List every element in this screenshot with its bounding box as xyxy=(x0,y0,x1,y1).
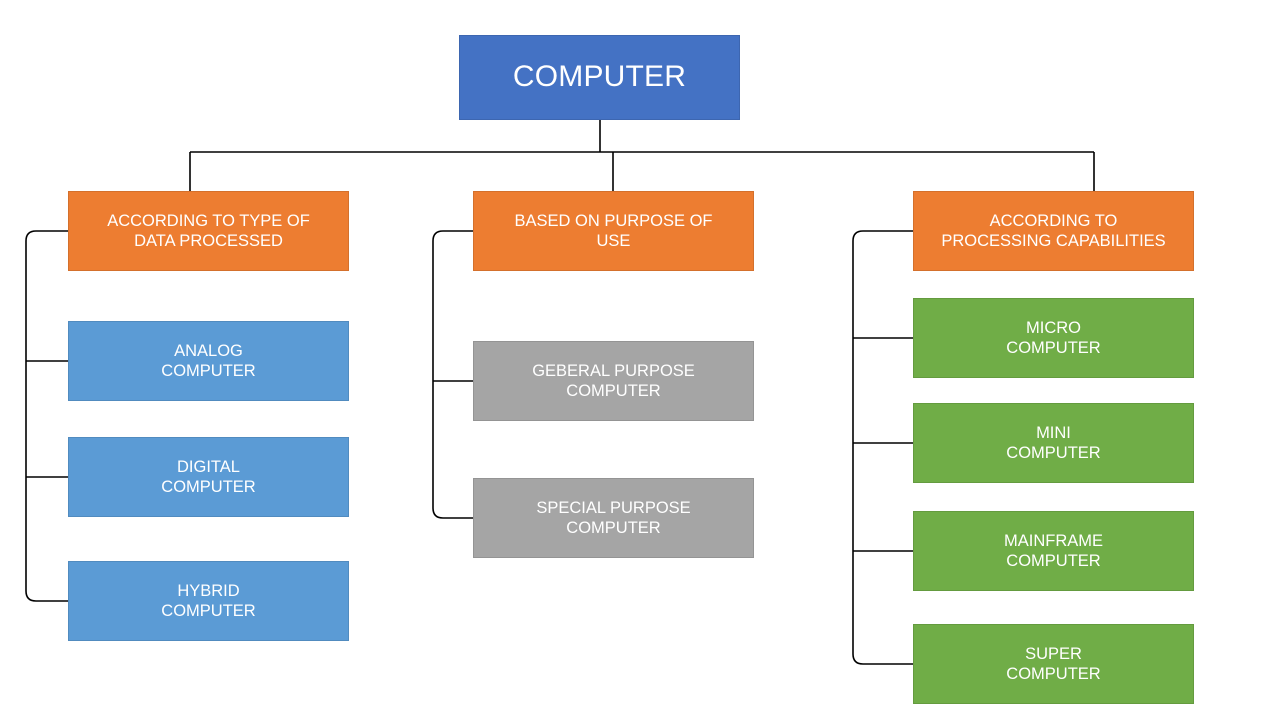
root-node-computer[interactable]: COMPUTER xyxy=(459,35,740,120)
leaf-node-special-purpose-computer-label: SPECIAL PURPOSE COMPUTER xyxy=(536,498,691,537)
leaf-node-hybrid-computer[interactable]: HYBRID COMPUTER xyxy=(68,561,349,641)
leaf-node-super-computer[interactable]: SUPER COMPUTER xyxy=(913,624,1194,704)
category-node-purpose-of-use-label: BASED ON PURPOSE OF USE xyxy=(514,211,713,250)
leaf-node-digital-computer[interactable]: DIGITAL COMPUTER xyxy=(68,437,349,517)
category-node-purpose-of-use[interactable]: BASED ON PURPOSE OF USE xyxy=(473,191,754,271)
leaf-node-general-purpose-computer[interactable]: GEBERAL PURPOSE COMPUTER xyxy=(473,341,754,421)
leaf-node-analog-computer[interactable]: ANALOG COMPUTER xyxy=(68,321,349,401)
connector-arm-purpose-of-use-header xyxy=(432,230,473,242)
category-node-data-processed-label: ACCORDING TO TYPE OF DATA PROCESSED xyxy=(107,211,310,250)
leaf-node-hybrid-computer-label: HYBRID COMPUTER xyxy=(161,581,256,620)
leaf-node-special-purpose-computer[interactable]: SPECIAL PURPOSE COMPUTER xyxy=(473,478,754,558)
leaf-node-mini-computer-label: MINI COMPUTER xyxy=(1006,423,1101,462)
category-node-processing-capabilities-label: ACCORDING TO PROCESSING CAPABILITIES xyxy=(941,211,1166,250)
connector-arm-data-processed-3 xyxy=(25,590,68,602)
category-node-data-processed[interactable]: ACCORDING TO TYPE OF DATA PROCESSED xyxy=(68,191,349,271)
leaf-node-super-computer-label: SUPER COMPUTER xyxy=(1006,644,1101,683)
connector-arm-processing-capabilities-header xyxy=(852,230,913,242)
connector-arm-purpose-of-use-2 xyxy=(432,507,473,519)
leaf-node-general-purpose-computer-label: GEBERAL PURPOSE COMPUTER xyxy=(532,361,695,400)
leaf-node-micro-computer[interactable]: MICRO COMPUTER xyxy=(913,298,1194,378)
leaf-node-mini-computer[interactable]: MINI COMPUTER xyxy=(913,403,1194,483)
leaf-node-digital-computer-label: DIGITAL COMPUTER xyxy=(161,457,256,496)
leaf-node-mainframe-computer-label: MAINFRAME COMPUTER xyxy=(1004,531,1103,570)
leaf-node-micro-computer-label: MICRO COMPUTER xyxy=(1006,318,1101,357)
leaf-node-analog-computer-label: ANALOG COMPUTER xyxy=(161,341,256,380)
leaf-node-mainframe-computer[interactable]: MAINFRAME COMPUTER xyxy=(913,511,1194,591)
root-node-computer-label: COMPUTER xyxy=(512,60,687,94)
connector-arm-data-processed-header xyxy=(25,230,68,242)
connector-arm-processing-capabilities-4 xyxy=(852,653,913,665)
category-node-processing-capabilities[interactable]: ACCORDING TO PROCESSING CAPABILITIES xyxy=(913,191,1194,271)
